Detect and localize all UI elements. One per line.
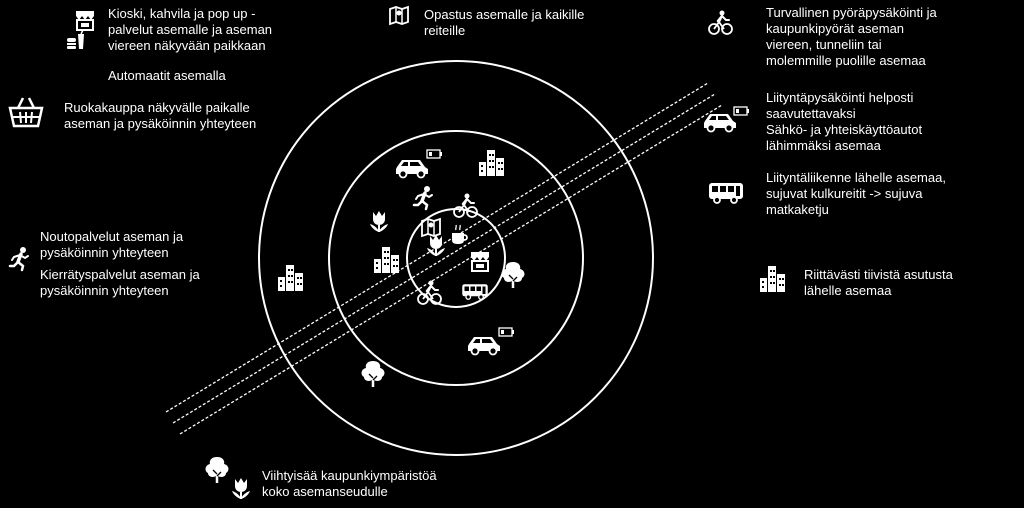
- tulip-icon: [369, 210, 389, 233]
- kiosk-icon: [75, 10, 95, 31]
- label-line: sujuvat kulkureitit -> sujuva: [766, 186, 923, 201]
- label-line: Liityntäliikenne lähelle asemaa,: [766, 170, 946, 185]
- label-line: Sähkö- ja yhteiskäyttöautot: [766, 122, 923, 137]
- label-kiosk: Kioski, kahvila ja pop up - palvelut ase…: [108, 6, 272, 54]
- outer-zone-circle: [258, 60, 654, 456]
- label-pleasant: Viihtyisää kaupunkiympäristöä koko asema…: [262, 468, 437, 500]
- label-line: Ruokakauppa näkyvälle paikalle: [64, 100, 250, 115]
- label-line: reiteille: [424, 23, 466, 38]
- label-line: Opastus asemalle ja kaikille: [424, 7, 585, 22]
- bus-icon: [708, 182, 744, 204]
- middle-zone-circle: [328, 130, 584, 386]
- label-line: koko asemanseudulle: [262, 484, 388, 499]
- label-line: saavutettavaksi: [766, 106, 856, 121]
- battery-icon: [426, 149, 443, 159]
- car-icon: [395, 159, 429, 179]
- label-line: viereen näkyvään paikkaan: [108, 38, 266, 53]
- label-line: viereen, tunneliin tai: [766, 37, 882, 52]
- label-recycling: Kierrätyspalvelut aseman ja pysäköinnin …: [40, 267, 200, 299]
- tree-icon: [204, 455, 230, 485]
- buildings-icon: [760, 266, 785, 292]
- label-line: lähelle asemaa: [804, 283, 892, 298]
- kiosk-icon: [470, 251, 490, 272]
- rail-track: [165, 82, 723, 435]
- cyclist-icon: [452, 192, 479, 219]
- label-line: lähimmäksi asemaa: [766, 138, 881, 153]
- label-line: palvelut asemalle ja aseman: [108, 22, 273, 37]
- buildings-icon: [278, 265, 303, 291]
- label-pickup: Noutopalvelut aseman ja pysäköinnin yhte…: [40, 229, 183, 261]
- label-line: pysäköinnin yhteyteen: [40, 245, 169, 260]
- label-automats: Automaatit asemalla: [108, 68, 226, 84]
- runner-icon: [8, 245, 30, 272]
- label-guidance: Opastus asemalle ja kaikille reiteille: [424, 7, 584, 39]
- fastfood-icon: [66, 29, 85, 50]
- tree-icon: [360, 359, 386, 389]
- tulip-icon: [231, 477, 251, 500]
- basket-icon: [8, 96, 44, 128]
- buildings-icon: [479, 150, 504, 176]
- label-density: Riittävästi tiivistä asutusta lähelle as…: [804, 267, 953, 299]
- label-line: molemmille puolille asemaa: [766, 53, 926, 68]
- buildings-icon: [374, 247, 399, 273]
- label-line: Turvallinen pyöräpysäköinti ja: [766, 5, 937, 20]
- coffee-icon: [451, 224, 468, 245]
- bus-icon: [461, 283, 489, 300]
- map-icon: [389, 6, 409, 25]
- label-line: matkaketju: [766, 202, 829, 217]
- cyclist-icon: [707, 9, 734, 36]
- tulip-icon: [426, 234, 446, 257]
- label-parking: Liityntäpysäköinti helposti saavutettava…: [766, 90, 922, 154]
- label-bike: Turvallinen pyöräpysäköinti ja kaupunkip…: [766, 5, 937, 69]
- label-line: Riittävästi tiivistä asutusta: [804, 267, 953, 282]
- label-bus: Liityntäliikenne lähelle asemaa, sujuvat…: [766, 170, 946, 218]
- label-line: Noutopalvelut aseman ja: [40, 229, 184, 244]
- car-icon: [467, 336, 501, 356]
- runner-icon: [412, 184, 434, 211]
- label-line: Viihtyisää kaupunkiympäristöä: [262, 468, 437, 483]
- car-icon: [703, 113, 737, 133]
- label-line: aseman ja pysäköinnin yhteyteen: [64, 116, 257, 131]
- label-line: kaupunkipyörät aseman: [766, 21, 905, 36]
- label-line: Kierrätyspalvelut aseman ja: [40, 267, 200, 282]
- label-line: pysäköinnin yhteyteen: [40, 283, 169, 298]
- label-line: Liityntäpysäköinti helposti: [766, 90, 914, 105]
- label-line: Kioski, kahvila ja pop up -: [108, 6, 256, 21]
- battery-icon: [498, 327, 515, 337]
- label-grocery: Ruokakauppa näkyvälle paikalle aseman ja…: [64, 100, 256, 132]
- battery-icon: [733, 106, 750, 116]
- label-line: Automaatit asemalla: [108, 68, 226, 83]
